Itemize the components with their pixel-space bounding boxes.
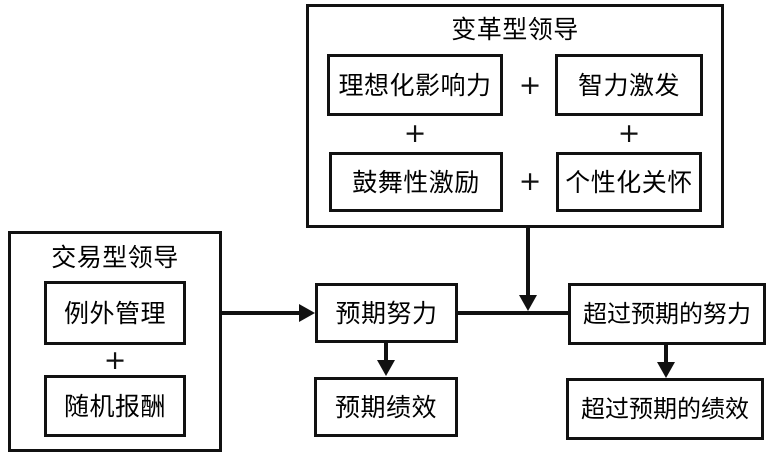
component-intellectual-stimulation[interactable]: 智力激发 [555, 54, 703, 116]
component-inspirational-motivation[interactable]: 鼓舞性激励 [329, 152, 503, 212]
operator-plus-transactional: + [103, 345, 127, 376]
operator-plus-right-column: + [617, 118, 641, 149]
outcome-extra-performance[interactable]: 超过预期的绩效 [566, 378, 764, 440]
arrowhead-extra-effort-to-performance [657, 362, 675, 378]
component-idealized-influence[interactable]: 理想化影响力 [327, 54, 503, 116]
outcome-expected-effort[interactable]: 预期努力 [315, 283, 458, 343]
connector-expected-effort-to-extra-effort [456, 311, 570, 315]
outcome-extra-effort[interactable]: 超过预期的努力 [568, 283, 766, 345]
connector-transformational-down [526, 227, 530, 297]
group-transformational-title: 变革型领导 [451, 15, 579, 44]
connector-expected-effort-to-performance [384, 343, 388, 363]
arrowhead-transformational-down [519, 295, 537, 311]
operator-plus-left-column: + [403, 118, 427, 149]
arrowhead-transactional-to-expected-effort [299, 304, 315, 322]
group-transactional-title: 交易型领导 [51, 243, 179, 272]
connector-extra-effort-to-performance [664, 345, 668, 365]
operator-plus-row2-center: + [518, 166, 542, 197]
component-individualized-consideration[interactable]: 个性化关怀 [556, 152, 702, 212]
connector-transactional-to-expected-effort [222, 311, 300, 315]
component-management-by-exception[interactable]: 例外管理 [44, 281, 186, 345]
operator-plus-row1-center: + [518, 70, 542, 101]
outcome-expected-performance[interactable]: 预期绩效 [314, 377, 458, 437]
arrowhead-expected-effort-to-performance [377, 360, 395, 376]
component-contingent-reward[interactable]: 随机报酬 [44, 375, 186, 437]
